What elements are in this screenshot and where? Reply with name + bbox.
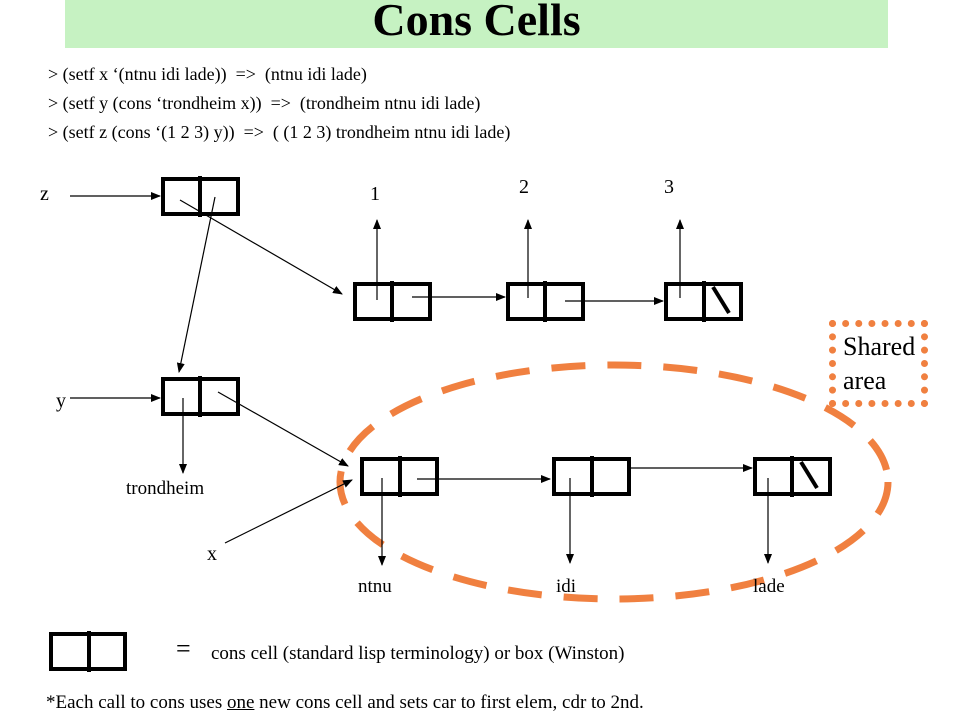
shared-area-ellipse — [336, 361, 892, 603]
cons-cell-lade — [753, 456, 832, 497]
legend-text: cons cell (standard lisp terminology) or… — [211, 643, 625, 664]
code-line-2: > (setf y (cons ‘trondheim x)) => (trond… — [48, 93, 481, 113]
footnote: *Each call to cons uses one new cons cel… — [46, 692, 644, 714]
cons-cell-y — [161, 376, 240, 417]
arrow-y-cdr — [217, 391, 349, 467]
label-1: 1 — [370, 183, 380, 205]
shared-area-label: Shared area — [843, 330, 915, 398]
label-2: 2 — [519, 176, 529, 198]
nil-slash — [711, 285, 731, 315]
label-y: y — [56, 390, 66, 412]
label-lade: lade — [753, 576, 785, 597]
shared-area-box — [829, 320, 928, 407]
cons-cell-idi — [552, 456, 631, 497]
title-bar: Cons Cells — [65, 0, 888, 48]
legend-cons-cell — [49, 631, 127, 672]
legend-equals: = — [176, 634, 191, 663]
code-line-3: > (setf z (cons ‘(1 2 3) y)) => ( (1 2 3… — [48, 122, 511, 142]
shared-area-line2: area — [843, 366, 887, 395]
label-z: z — [40, 183, 49, 205]
arrow-z-cdr — [176, 196, 216, 373]
label-x: x — [207, 543, 217, 565]
label-idi: idi — [556, 576, 577, 597]
shared-area-line1: Shared — [843, 332, 916, 361]
label-3: 3 — [664, 176, 674, 198]
cons-cell-ntnu — [360, 456, 439, 497]
label-trondheim: trondheim — [126, 478, 205, 499]
page-title: Cons Cells — [372, 0, 581, 45]
footnote-before: *Each call to cons uses — [46, 692, 227, 713]
arrow-x-var — [224, 479, 353, 544]
label-ntnu: ntnu — [358, 576, 392, 597]
nil-slash — [799, 460, 819, 490]
footnote-underlined: one — [226, 692, 255, 713]
cons-cell-1 — [353, 281, 432, 322]
footnote-after: new cons cell and sets car to first elem… — [254, 692, 644, 713]
code-line-1: > (setf x ‘(ntnu idi lade)) => (ntnu idi… — [48, 64, 367, 84]
cons-cell-z — [161, 176, 240, 217]
cons-cell-3 — [664, 281, 743, 322]
arrow-z-car — [179, 199, 343, 295]
